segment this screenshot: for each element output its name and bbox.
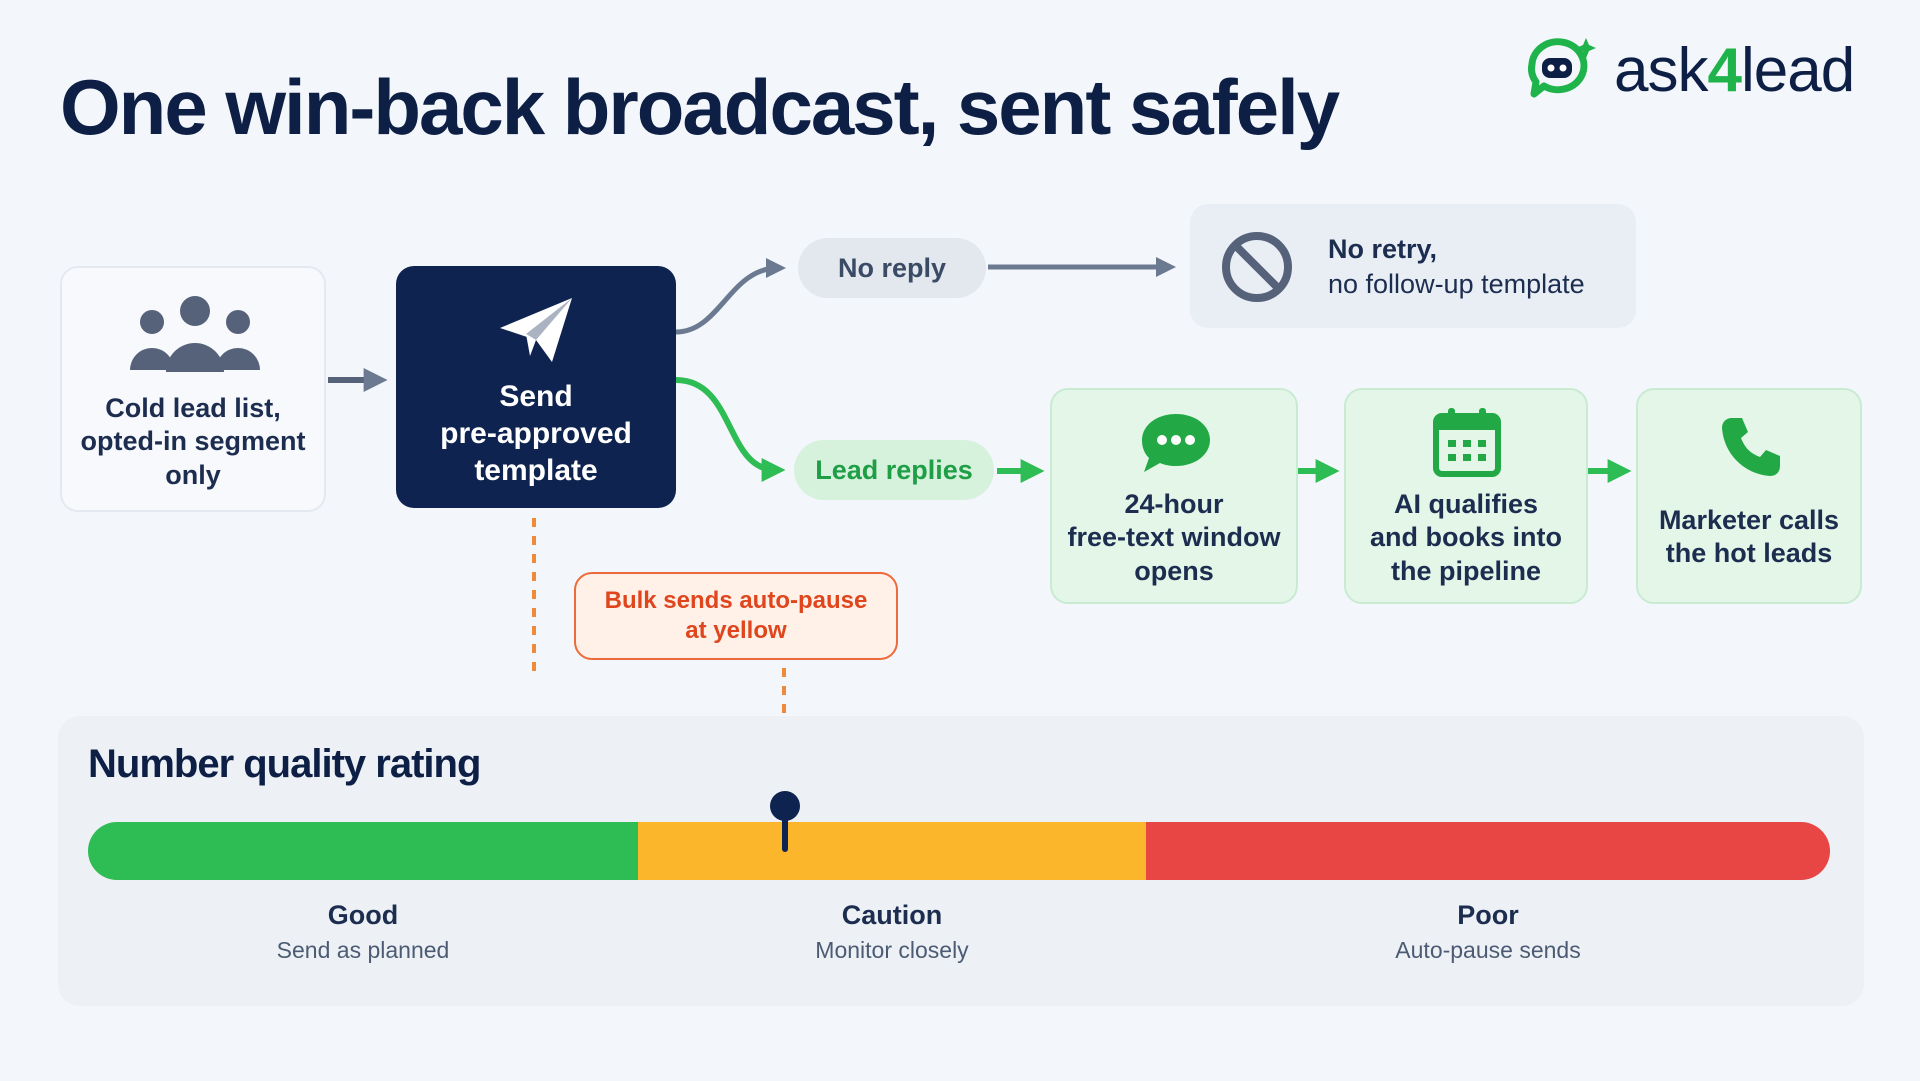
step1-line2: free-text window — [1067, 522, 1281, 553]
send-template-card: Send pre-approved template — [396, 266, 676, 508]
prohibited-icon — [1222, 232, 1292, 302]
lead-replies-pill: Lead replies — [794, 440, 994, 500]
step3-line1: Marketer calls — [1658, 505, 1840, 535]
brand-logo: ask4lead — [1522, 30, 1882, 110]
quality-bar-poor — [1146, 822, 1830, 880]
zone-caution: Caution Monitor closely — [638, 900, 1146, 964]
step-marketer-calls-card: Marketer calls the hot leads — [1636, 388, 1862, 604]
logo-wordmark: ask4lead — [1614, 35, 1855, 105]
robot-chat-logo-icon — [1528, 38, 1596, 98]
zone-caution-title: Caution — [841, 900, 943, 930]
send-line1: Send — [499, 380, 573, 413]
quality-bar-caution — [638, 822, 1146, 880]
phone-icon — [1722, 418, 1780, 476]
step3-line2: the hot leads — [1665, 538, 1833, 569]
cold-list-line3: only — [165, 459, 221, 490]
zone-good-title: Good — [327, 900, 399, 930]
step-free-text-window-card: 24-hour free-text window opens — [1050, 388, 1298, 604]
quality-rating-title: Number quality rating — [88, 742, 481, 786]
no-retry-line2: no follow-up template — [1328, 269, 1585, 300]
no-retry-card: No retry, no follow-up template — [1190, 204, 1636, 328]
zone-caution-desc: Monitor closely — [815, 937, 969, 963]
zone-poor-title: Poor — [1457, 900, 1519, 930]
quality-marker-pin — [769, 791, 800, 852]
zone-poor: Poor Auto-pause sends — [1146, 900, 1830, 964]
step2-line2: and books into — [1370, 522, 1562, 553]
zone-good-desc: Send as planned — [276, 937, 450, 963]
no-reply-pill: No reply — [798, 238, 986, 298]
step2-line3: the pipeline — [1390, 555, 1542, 586]
arrow-send-to-no-reply — [675, 258, 786, 335]
callout-line2: at yellow — [685, 617, 787, 644]
send-line3: template — [474, 454, 598, 488]
quality-bar-good — [88, 822, 638, 880]
auto-pause-callout: Bulk sends auto-pause at yellow — [574, 572, 898, 660]
step1-line3: opens — [1134, 555, 1214, 586]
paper-plane-icon — [500, 298, 572, 362]
step-ai-qualifies-card: AI qualifies and books into the pipeline — [1344, 388, 1588, 604]
arrow-send-to-lead-replies — [675, 377, 786, 482]
send-line2: pre-approved — [440, 417, 632, 451]
cold-lead-list-card: Cold lead list, opted-in segment only — [60, 266, 326, 512]
people-group-icon — [130, 296, 260, 372]
cold-list-line2: opted-in segment — [80, 426, 306, 457]
zone-good: Good Send as planned — [88, 900, 638, 964]
page-title: One win-back broadcast, sent safely — [60, 63, 1340, 151]
step1-line1: 24-hour — [1124, 489, 1224, 519]
calendar-icon — [1433, 408, 1501, 477]
cold-list-line1: Cold lead list, — [105, 393, 281, 423]
zone-poor-desc: Auto-pause sends — [1395, 937, 1581, 963]
callout-line1: Bulk sends auto-pause — [604, 587, 868, 614]
chat-bubble-icon — [1142, 414, 1210, 472]
step2-line1: AI qualifies — [1393, 489, 1539, 519]
no-retry-line1: No retry, — [1328, 234, 1438, 264]
